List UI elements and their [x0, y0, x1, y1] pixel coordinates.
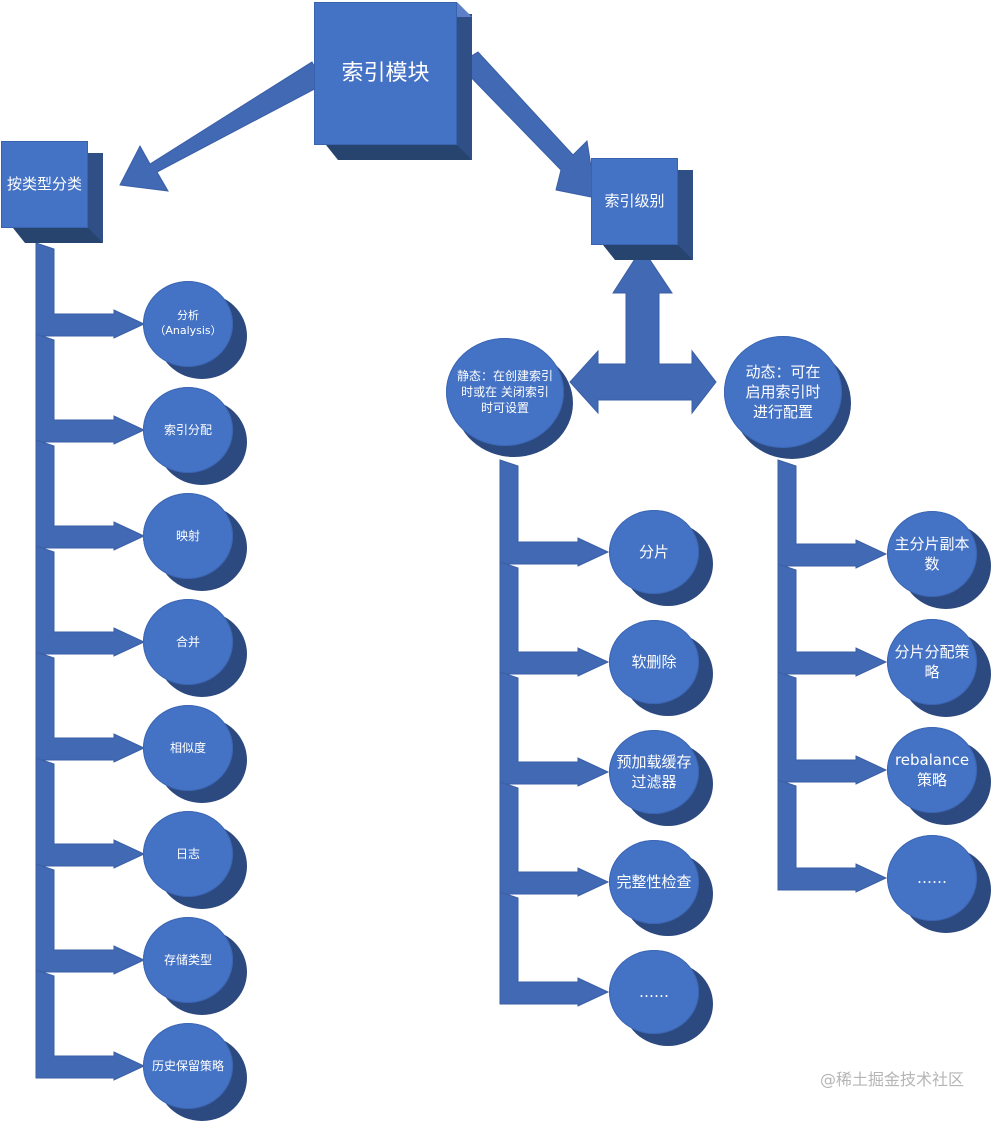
- dynamic-label: 主分片副本数: [894, 534, 970, 573]
- static-node: 静态：在创建索引时或在 关闭索引时可设置: [446, 338, 574, 458]
- dynamic-node: 主分片副本数: [887, 511, 991, 609]
- static-node: 预加载缓存过滤器: [609, 730, 713, 826]
- dynamic-label: rebalance策略: [894, 750, 970, 789]
- category-label: 相似度: [169, 740, 206, 755]
- root-title: 索引模块: [341, 60, 430, 86]
- category-node: 存储类型: [143, 917, 247, 1015]
- arrow-root-to-level: [457, 51, 597, 199]
- arrow-root-to-category: [119, 61, 325, 192]
- category-branch-arrow: [35, 651, 146, 763]
- category-label: 合并: [175, 634, 200, 649]
- category-node: 历史保留策略: [143, 1023, 247, 1121]
- static-branch-arrow: [499, 781, 610, 897]
- dynamic-label: 动态：可在启用索引时进行配置: [745, 362, 821, 422]
- category-label: 索引分配: [163, 422, 212, 437]
- static-branch-arrow: [499, 891, 610, 1007]
- dynamic-node: 动态：可在启用索引时进行配置: [724, 336, 852, 460]
- static-branch-connectors: [499, 459, 610, 1007]
- category-node: 映射: [143, 493, 247, 591]
- category-branch-arrow: [35, 333, 146, 445]
- category-branch-connectors: [35, 242, 146, 1081]
- category-title: 按类型分类: [6, 175, 82, 194]
- level-box: 索引级别: [591, 158, 693, 260]
- category-label: 历史保留策略: [151, 1058, 224, 1073]
- category-node: 合并: [143, 599, 247, 697]
- level-title: 索引级别: [604, 192, 665, 211]
- dynamic-branch-arrow: [777, 563, 888, 677]
- static-node: 分片: [609, 510, 713, 606]
- static-branch-arrow: [499, 561, 610, 677]
- dynamic-label: ……: [917, 868, 947, 887]
- category-node: 相似度: [143, 705, 247, 803]
- static-node: 软删除: [609, 620, 713, 716]
- category-branch-arrow: [35, 757, 146, 869]
- static-label: 分片: [638, 542, 669, 561]
- category-label: 分析（Analysis）: [154, 309, 222, 337]
- dynamic-branch-arrow: [777, 671, 888, 785]
- category-label: 日志: [175, 846, 200, 861]
- dynamic-label: 分片分配策略: [894, 642, 970, 681]
- watermark: @稀土掘金技术社区: [819, 1070, 964, 1089]
- category-node: 日志: [143, 811, 247, 909]
- static-label: 静态：在创建索引时或在 关闭索引时可设置: [456, 368, 553, 416]
- category-branch-arrow: [35, 863, 146, 975]
- category-node: 分析（Analysis）: [143, 281, 247, 379]
- dynamic-node: rebalance策略: [887, 727, 991, 825]
- root-box: 索引模块: [314, 2, 472, 160]
- static-label: 软删除: [631, 652, 677, 671]
- static-branch-arrow: [499, 671, 610, 787]
- category-branch-arrow: [35, 969, 146, 1081]
- static-label: 预加载缓存过滤器: [616, 752, 692, 791]
- arrow-tee-static-dynamic-level: [569, 247, 717, 415]
- category-branch-arrow: [35, 439, 146, 551]
- dynamic-branch-arrow: [777, 459, 888, 569]
- category-box: 按类型分类: [1, 141, 103, 243]
- static-node: 完整性检查: [609, 840, 713, 936]
- dynamic-branch-connectors: [777, 459, 888, 893]
- category-label: 映射: [175, 528, 200, 543]
- dynamic-branch-arrow: [777, 779, 888, 893]
- static-label: ……: [639, 982, 669, 1001]
- static-node: ……: [609, 950, 713, 1046]
- dynamic-node: 分片分配策略: [887, 619, 991, 717]
- static-branch-arrow: [499, 459, 610, 567]
- category-branch-arrow: [35, 545, 146, 657]
- category-label: 存储类型: [163, 952, 212, 967]
- dynamic-node: ……: [887, 835, 991, 933]
- category-node: 索引分配: [143, 387, 247, 485]
- category-branch-arrow: [35, 242, 146, 339]
- static-label: 完整性检查: [616, 872, 692, 891]
